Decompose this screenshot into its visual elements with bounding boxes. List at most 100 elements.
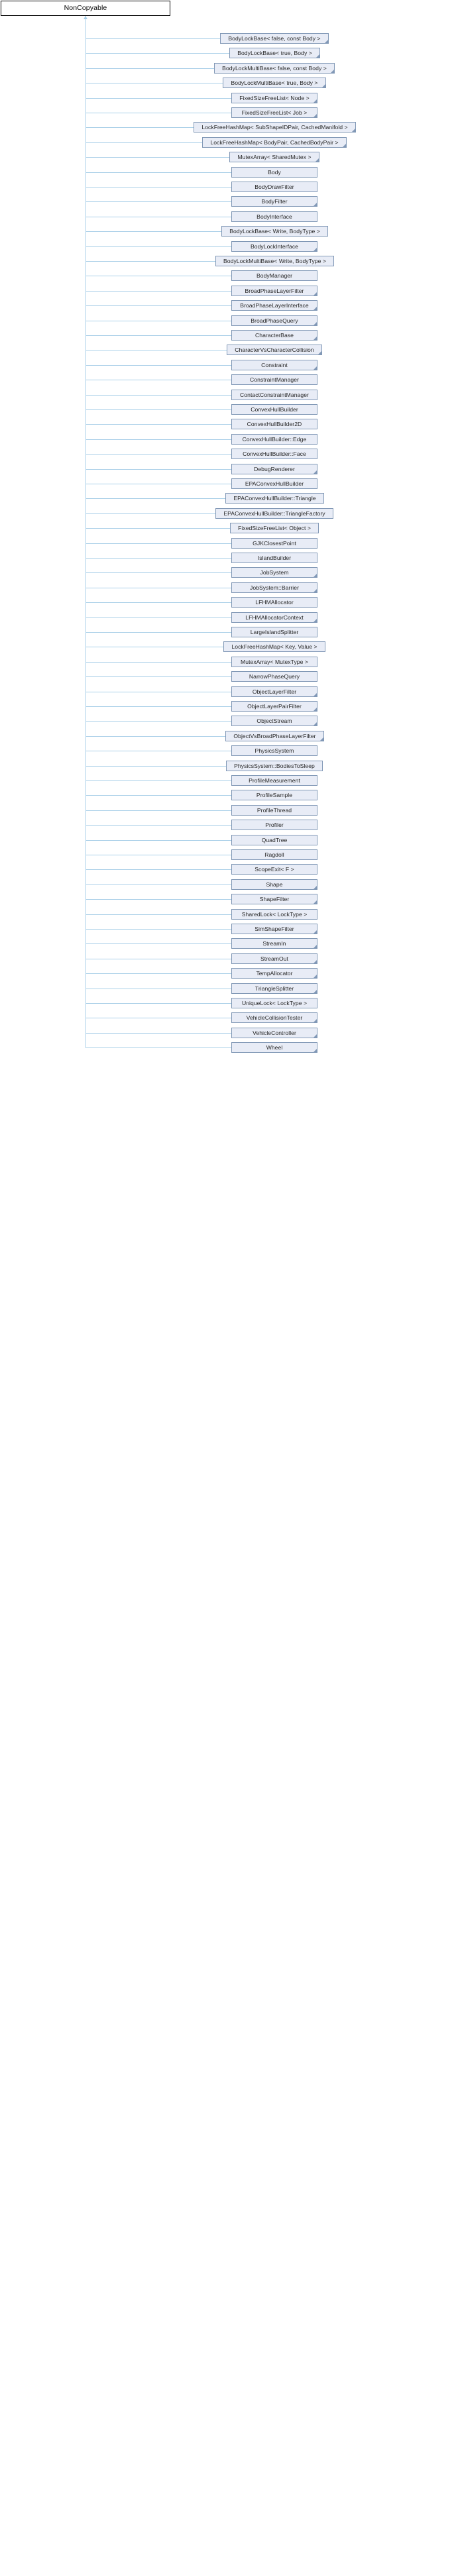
derived-class-node[interactable]: LFHMAllocatorContext [231,612,317,623]
derived-class-node[interactable]: MutexArray< MutexType > [231,657,317,667]
edge-connector [86,810,231,811]
derived-class-node[interactable]: EPAConvexHullBuilder::Triangle [225,493,324,504]
derived-class-node[interactable]: EPAConvexHullBuilder::TriangleFactory [215,508,333,519]
derived-class-node[interactable]: ShapeFilter [231,894,317,904]
derived-class-node[interactable]: ObjectLayerFilter [231,686,317,697]
edge-connector [86,231,221,232]
edge-connector [86,498,225,499]
derived-class-node[interactable]: ObjectStream [231,716,317,726]
derived-class-node[interactable]: ProfileThread [231,805,317,816]
derived-class-node[interactable]: ConvexHullBuilder::Face [231,449,317,459]
derived-class-node[interactable]: BodyLockMultiBase< false, const Body > [214,63,335,74]
derived-class-node[interactable]: FixedSizeFreeList< Job > [231,107,317,118]
derived-class-node[interactable]: MutexArray< SharedMutex > [229,152,319,162]
derived-class-node[interactable]: CharacterBase [231,330,317,341]
derived-class-node[interactable]: LFHMAllocator [231,597,317,608]
derived-class-node[interactable]: BroadPhaseLayerInterface [231,300,317,311]
derived-class-node[interactable]: NarrowPhaseQuery [231,671,317,682]
derived-class-node[interactable]: FixedSizeFreeList< Node > [231,93,317,103]
edge-connector [86,1047,231,1048]
edge-connector [86,973,231,974]
edge-connector [86,602,231,603]
derived-class-node[interactable]: BroadPhaseQuery [231,315,317,326]
derived-class-node[interactable]: BroadPhaseLayerFilter [231,286,317,296]
edge-connector [86,676,231,677]
derived-class-node[interactable]: ProfileMeasurement [231,775,317,786]
edge-connector [86,53,229,54]
derived-class-node[interactable]: JobSystem [231,567,317,578]
edge-connector [86,662,231,663]
derived-class-node[interactable]: BodyLockBase< false, const Body > [220,33,329,44]
derived-class-node[interactable]: LargeIslandSplitter [231,627,317,637]
derived-class-node[interactable]: SharedLock< LockType > [231,909,317,920]
derived-class-node[interactable]: ScopeExit< F > [231,864,317,875]
derived-class-node[interactable]: PhysicsSystem::BodiesToSleep [226,761,323,771]
derived-class-node[interactable]: BodyDrawFilter [231,182,317,192]
derived-class-node[interactable]: IslandBuilder [231,553,317,563]
derived-class-node[interactable]: GJKClosestPoint [231,538,317,549]
edge-connector [86,127,194,128]
derived-class-node[interactable]: BodyLockBase< Write, BodyType > [221,226,328,237]
derived-class-node[interactable]: BodyFilter [231,196,317,207]
edge-connector [86,98,231,99]
edge-connector [86,365,231,366]
derived-class-node[interactable]: LockFreeHashMap< Key, Value > [223,641,325,652]
derived-class-node[interactable]: Ragdoll [231,849,317,860]
derived-class-node[interactable]: CharacterVsCharacterCollision [227,345,322,355]
derived-class-node[interactable]: ConvexHullBuilder [231,404,317,415]
derived-class-node[interactable]: TriangleSplitter [231,983,317,994]
derived-class-node[interactable]: BodyLockMultiBase< true, Body > [223,78,326,88]
derived-class-node[interactable]: VehicleCollisionTester [231,1012,317,1023]
derived-class-node[interactable]: JobSystem::Barrier [231,582,317,593]
edge-connector [86,914,231,915]
derived-class-node[interactable]: UniqueLock< LockType > [231,998,317,1008]
edge-connector [86,1033,231,1034]
edge-connector [86,142,202,143]
derived-class-node[interactable]: PhysicsSystem [231,745,317,756]
derived-class-node[interactable]: StreamIn [231,938,317,949]
derived-class-node[interactable]: ContactConstraintManager [231,390,317,400]
derived-class-node[interactable]: VehicleController [231,1028,317,1038]
edge-connector [86,395,231,396]
edge-connector [86,454,231,455]
derived-class-node[interactable]: BodyManager [231,270,317,281]
edge-connector [86,840,231,841]
edge-connector [86,899,231,900]
root-class-node[interactable]: NonCopyable [1,1,170,16]
derived-class-node[interactable]: ConstraintManager [231,374,317,385]
derived-class-node[interactable]: Constraint [231,360,317,370]
derived-class-node[interactable]: LockFreeHashMap< SubShapeIDPair, CachedM… [194,122,356,133]
derived-class-node[interactable]: DebugRenderer [231,464,317,474]
edge-connector [86,513,215,514]
derived-class-node[interactable]: BodyInterface [231,211,317,222]
edge-connector [86,246,231,247]
derived-class-node[interactable]: BodyLockInterface [231,241,317,252]
edge-connector [86,558,231,559]
derived-class-node[interactable]: Shape [231,879,317,890]
derived-class-node[interactable]: Wheel [231,1042,317,1053]
derived-class-node[interactable]: Body [231,167,317,178]
edge-connector [86,721,231,722]
edge-connector [86,528,230,529]
edge-connector [86,187,231,188]
derived-class-node[interactable]: ObjectVsBroadPhaseLayerFilter [225,731,324,741]
derived-class-node[interactable]: QuadTree [231,835,317,845]
derived-class-node[interactable]: ConvexHullBuilder2D [231,419,317,429]
derived-class-node[interactable]: EPAConvexHullBuilder [231,478,317,489]
edge-connector [86,439,231,440]
derived-class-node[interactable]: ObjectLayerPairFilter [231,701,317,712]
derived-class-node[interactable]: StreamOut [231,953,317,964]
derived-class-node[interactable]: SimShapeFilter [231,924,317,934]
derived-class-node[interactable]: ProfileSample [231,790,317,800]
derived-class-node[interactable]: ConvexHullBuilder::Edge [231,434,317,445]
derived-class-node[interactable]: Profiler [231,820,317,830]
edge-connector [86,172,231,173]
edge-connector [86,335,231,336]
derived-class-node[interactable]: BodyLockBase< true, Body > [229,48,320,58]
derived-class-node[interactable]: LockFreeHashMap< BodyPair, CachedBodyPai… [202,137,347,148]
edge-connector [86,617,231,618]
derived-class-node[interactable]: TempAllocator [231,968,317,979]
derived-class-node[interactable]: FixedSizeFreeList< Object > [230,523,319,533]
derived-class-node[interactable]: BodyLockMultiBase< Write, BodyType > [215,256,334,266]
